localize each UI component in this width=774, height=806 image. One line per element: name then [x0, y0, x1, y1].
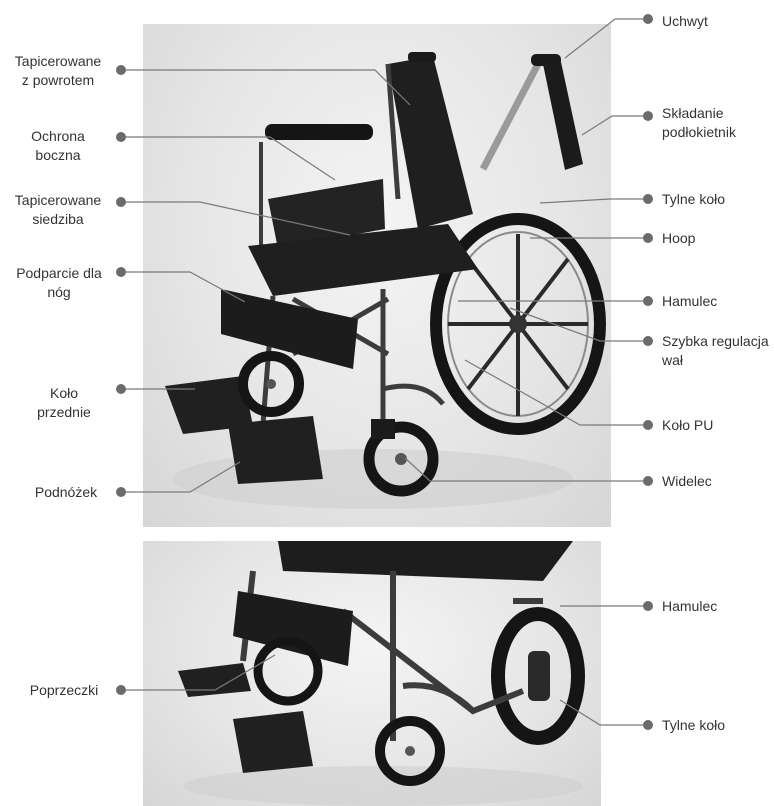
wheelchair-illustration-bottom: [143, 541, 601, 806]
label-crossbars: Poprzeczki: [14, 681, 114, 700]
label-hoop: Hoop: [662, 229, 695, 248]
label-brake-bottom: Hamulec: [662, 597, 717, 616]
label-leg-support: Podparcie dla nóg: [6, 264, 112, 302]
label-front-wheel: Koło przednie: [24, 384, 104, 422]
label-fork: Widelec: [662, 472, 712, 491]
label-rear-wheel-top: Tylne koło: [662, 190, 725, 209]
label-brake-top: Hamulec: [662, 292, 717, 311]
wheelchair-photo-top: [143, 24, 611, 527]
wheelchair-photo-bottom: [143, 541, 601, 806]
wheelchair-illustration-top: [143, 24, 611, 527]
label-quick-release: Szybka regulacja wał: [662, 332, 769, 370]
label-handle: Uchwyt: [662, 12, 708, 31]
label-side-guard: Ochrona boczna: [14, 127, 102, 165]
label-upholstered-back: Tapicerowane z powrotem: [4, 52, 112, 90]
label-rear-wheel-bottom: Tylne koło: [662, 716, 725, 735]
label-folding-armrest: Składanie podłokietnik: [662, 104, 736, 142]
label-upholstered-seat: Tapicerowane siedziba: [4, 191, 112, 229]
label-pu-wheel: Koło PU: [662, 416, 713, 435]
label-footrest: Podnóżek: [20, 483, 112, 502]
